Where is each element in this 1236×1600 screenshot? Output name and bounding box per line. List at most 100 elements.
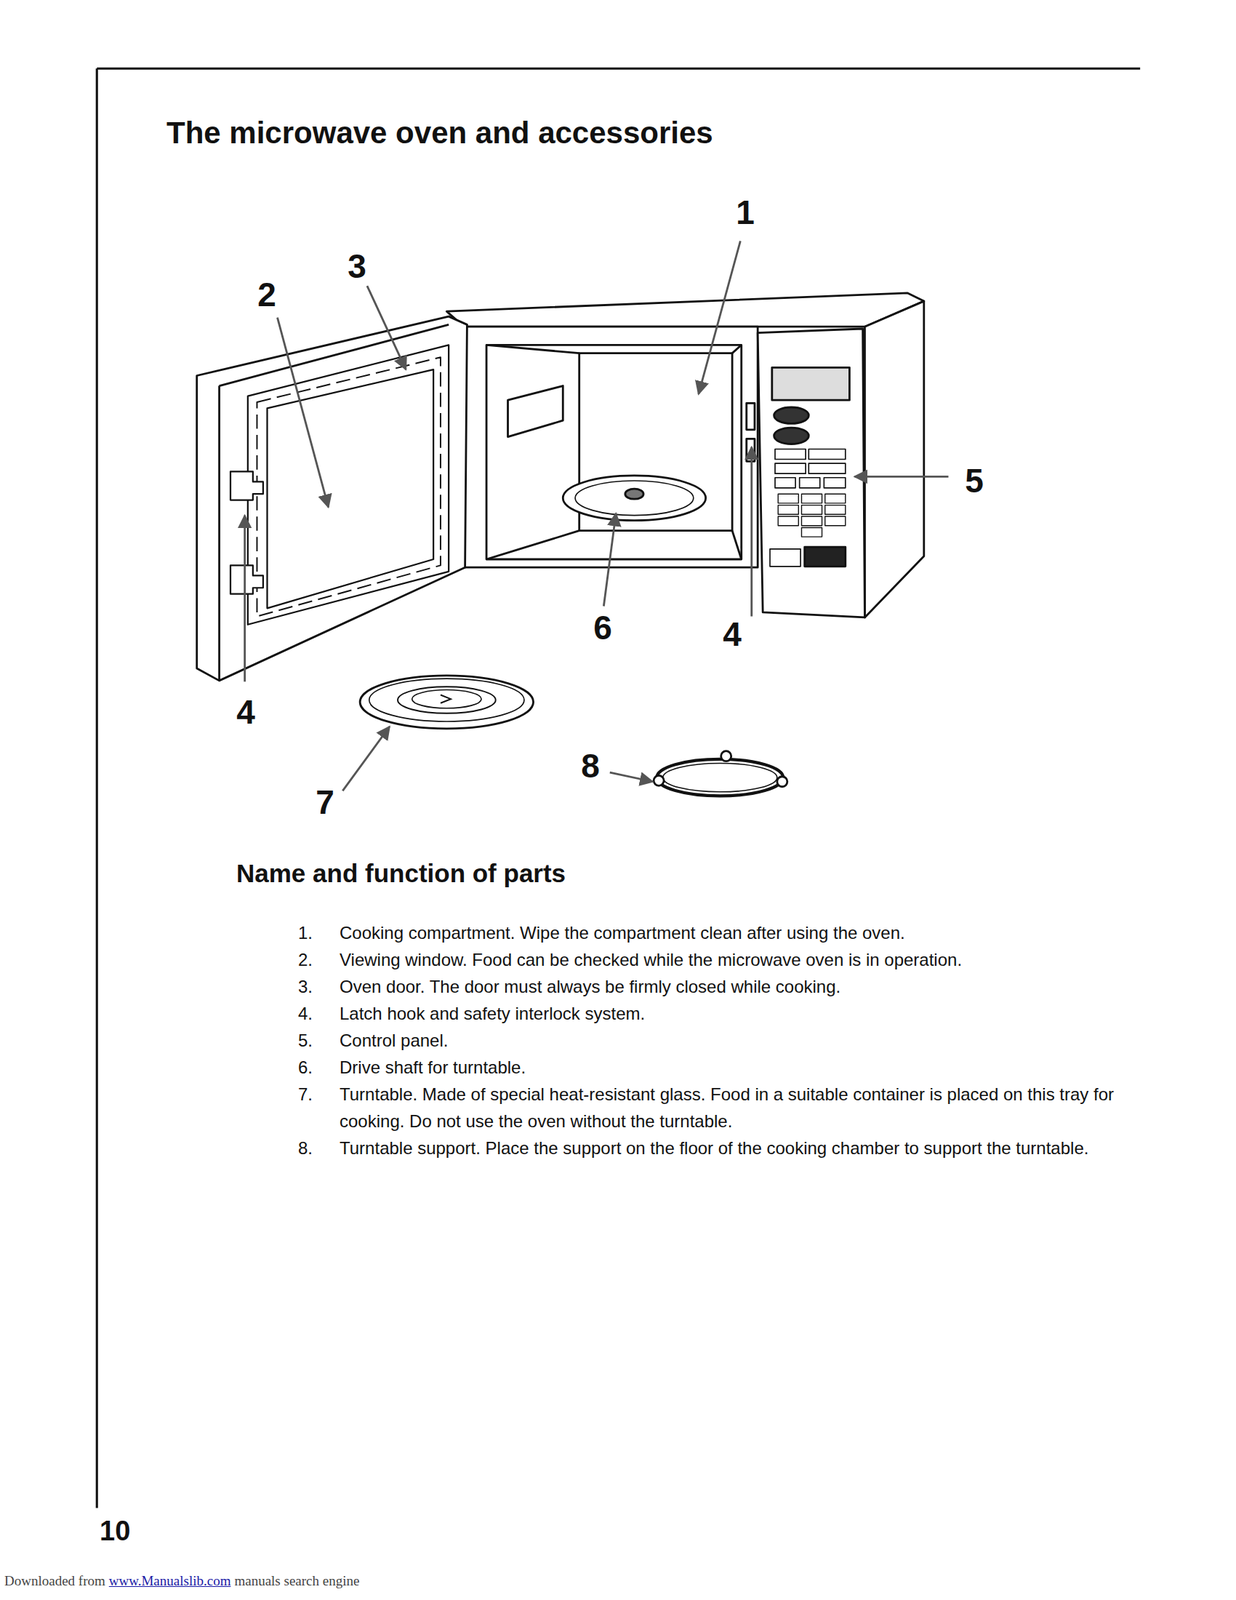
turntable bbox=[359, 675, 533, 729]
list-item: 2.Viewing window. Food can be checked wh… bbox=[298, 945, 1149, 973]
panel-buttons bbox=[775, 448, 846, 488]
callout-number: 6 bbox=[593, 610, 613, 645]
cavity-edge bbox=[732, 344, 742, 353]
panel-button bbox=[775, 477, 796, 488]
list-item: 5.Control panel. bbox=[298, 1026, 1149, 1054]
list-item: 1.Cooking compartment. Wipe the compartm… bbox=[298, 919, 1149, 946]
callout-number: 4 bbox=[722, 617, 742, 651]
callout-number: 2 bbox=[257, 277, 277, 312]
keypad-key bbox=[777, 505, 799, 515]
list-item: 8.Turntable support. Place the support o… bbox=[298, 1134, 1149, 1162]
footer: Downloaded fromwww.Manualslib.commanuals… bbox=[4, 1572, 363, 1589]
dial-button bbox=[774, 407, 810, 424]
display bbox=[772, 367, 850, 400]
door-edge bbox=[218, 386, 221, 681]
list-item: 6.Drive shaft for turntable. bbox=[298, 1053, 1149, 1081]
latch-hook bbox=[230, 471, 264, 500]
panel-button bbox=[808, 463, 845, 474]
keypad-key bbox=[801, 505, 822, 515]
item-text: Turntable. Made of special heat-resistan… bbox=[339, 1080, 1149, 1135]
oven-side bbox=[864, 301, 924, 618]
page-number: 10 bbox=[99, 1516, 131, 1545]
parts-list: 1.Cooking compartment. Wipe the compartm… bbox=[298, 919, 1149, 1162]
keypad-key bbox=[801, 493, 822, 504]
turntable-ring bbox=[412, 689, 482, 709]
callout-number: 7 bbox=[315, 785, 335, 819]
item-text: Drive shaft for turntable. bbox=[339, 1053, 1149, 1081]
top-rule bbox=[96, 67, 1141, 70]
oven-top bbox=[446, 293, 924, 327]
item-number: 8. bbox=[298, 1134, 340, 1162]
turntable-rim bbox=[359, 675, 533, 729]
footer-text: Downloaded from bbox=[4, 1572, 106, 1589]
leader-line bbox=[698, 240, 741, 394]
support-wheel bbox=[653, 775, 664, 786]
panel-button bbox=[775, 448, 806, 459]
list-item: 3.Oven door. The door must always be fir… bbox=[298, 972, 1149, 1000]
oven-front bbox=[463, 326, 758, 568]
page-rules bbox=[96, 68, 1141, 1508]
panel-button bbox=[799, 477, 821, 488]
drive-shaft bbox=[625, 488, 644, 499]
keypad bbox=[777, 493, 846, 537]
item-text: Viewing window. Food can be checked whil… bbox=[339, 945, 1149, 973]
leader-line bbox=[603, 513, 616, 607]
keypad-key bbox=[825, 505, 846, 515]
turntable-ring bbox=[397, 686, 496, 713]
keypad-key bbox=[825, 516, 846, 526]
support-ring bbox=[656, 759, 784, 796]
leader-line bbox=[342, 726, 390, 791]
stop-button bbox=[769, 548, 801, 567]
item-number: 1. bbox=[298, 919, 340, 946]
side-rule bbox=[95, 68, 99, 1508]
cavity-edge bbox=[486, 344, 580, 353]
oven-body bbox=[446, 293, 924, 618]
turntable-ring bbox=[369, 678, 525, 722]
leader-line bbox=[367, 285, 406, 370]
list-item: 7.Turntable. Made of special heat-resist… bbox=[298, 1080, 1149, 1135]
drive-plate bbox=[562, 475, 706, 521]
leader-line bbox=[854, 475, 949, 478]
window-seal bbox=[256, 356, 440, 616]
item-number: 3. bbox=[298, 972, 340, 1000]
callout-number: 1 bbox=[735, 195, 755, 230]
panel-button bbox=[823, 477, 845, 488]
start-button bbox=[804, 546, 846, 567]
support-ring-inner bbox=[663, 763, 778, 792]
viewing-window bbox=[266, 369, 434, 608]
callout-number: 3 bbox=[347, 249, 367, 283]
item-number: 2. bbox=[298, 945, 340, 973]
footer-link: www.Manualslib.com bbox=[109, 1572, 232, 1589]
dial-button bbox=[774, 427, 810, 444]
keypad-key bbox=[777, 493, 799, 504]
item-text: Latch hook and safety interlock system. bbox=[339, 999, 1149, 1027]
section-heading: Name and function of parts bbox=[236, 859, 566, 888]
panel-button bbox=[775, 463, 806, 474]
keypad-key bbox=[801, 527, 822, 537]
page-title: The microwave oven and accessories bbox=[166, 116, 714, 150]
latch-hole bbox=[746, 402, 755, 429]
list-item: 4.Latch hook and safety interlock system… bbox=[298, 999, 1149, 1027]
control-panel bbox=[757, 328, 865, 618]
oven-door bbox=[197, 316, 468, 681]
support-wheel bbox=[721, 751, 732, 762]
waveguide-cover bbox=[508, 386, 564, 437]
callout-number: 8 bbox=[580, 748, 600, 783]
turntable-support bbox=[653, 751, 788, 797]
footer-text: manuals search engine bbox=[234, 1572, 360, 1589]
item-text: Cooking compartment. Wipe the compartmen… bbox=[339, 919, 1149, 946]
keypad-key bbox=[777, 516, 799, 526]
keypad-key bbox=[825, 493, 846, 504]
door-outer bbox=[197, 316, 468, 681]
cavity-edge bbox=[732, 530, 742, 560]
panel-button bbox=[808, 448, 845, 459]
item-text: Oven door. The door must always be firml… bbox=[339, 972, 1149, 1000]
leader-line bbox=[243, 515, 246, 682]
item-number: 4. bbox=[298, 999, 340, 1027]
keypad-key bbox=[801, 516, 822, 526]
item-number: 6. bbox=[298, 1053, 340, 1081]
item-number: 5. bbox=[298, 1026, 340, 1054]
item-text: Turntable support. Place the support on … bbox=[339, 1134, 1149, 1162]
item-text: Control panel. bbox=[339, 1026, 1149, 1054]
